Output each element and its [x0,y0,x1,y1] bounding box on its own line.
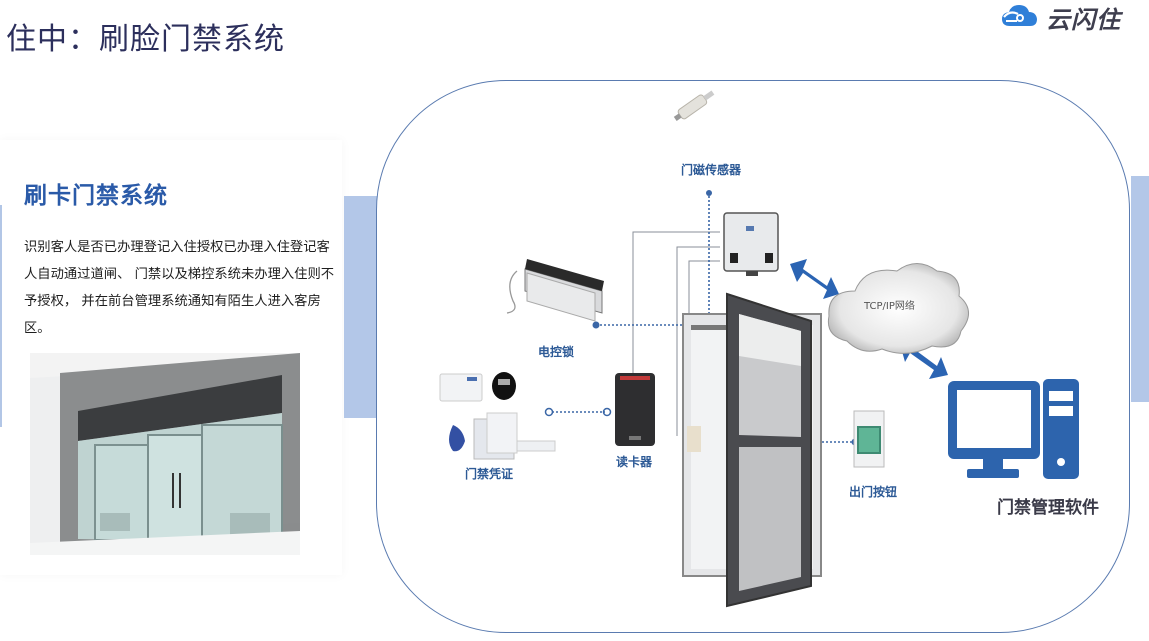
left-accent-bar [0,205,2,427]
electric-lock-icon [506,259,604,322]
network-cloud-icon [827,263,969,354]
decorative-band-right [1131,176,1149,402]
button-wire [676,246,720,436]
section-title: 刷卡门禁系统 [24,183,168,209]
access-control-diagram-frame: 门磁传感器 电控锁 门禁凭证 读卡器 出门按钮 TCP/IP网络 门禁管理软件 [376,80,1130,633]
logo-text: 云闪住 [1046,6,1121,34]
decorative-band-left [344,196,378,418]
glass-door-photo [30,353,300,555]
credentials-icon [439,372,556,460]
software-label: 门禁管理软件 [997,498,1099,518]
card-reader-icon [615,373,655,446]
cloud-logo-icon [1002,5,1037,26]
computer-icon [948,379,1079,479]
page-title: 住中：刷脸门禁系统 [6,22,285,57]
controller-board-icon [723,212,779,276]
network-label: TCP/IP网络 [864,301,915,312]
brand-logo: 云闪住 [1000,0,1149,34]
electric-lock-label: 电控锁 [538,345,575,359]
door-icon [682,292,822,608]
exit-button-label: 出门按钮 [849,485,898,499]
door-sensor-label: 门磁传感器 [681,163,742,177]
reader-wire [632,231,720,406]
lock-dot [592,321,600,329]
reader-dot [602,407,612,417]
exit-button-icon [853,410,885,468]
credentials-label: 门禁凭证 [465,467,514,481]
door-sensor-icon [673,90,715,121]
access-control-diagram [439,90,1079,608]
bidirectional-arrow-icon [790,259,839,299]
card-reader-label: 读卡器 [616,455,653,469]
section-description: 识别客人是否已办理登记入住授权已办理入住登记客人自动通过道闸、 门禁以及梯控系统… [24,240,335,336]
sensor-dot [706,190,712,196]
credential-dot [544,407,554,417]
